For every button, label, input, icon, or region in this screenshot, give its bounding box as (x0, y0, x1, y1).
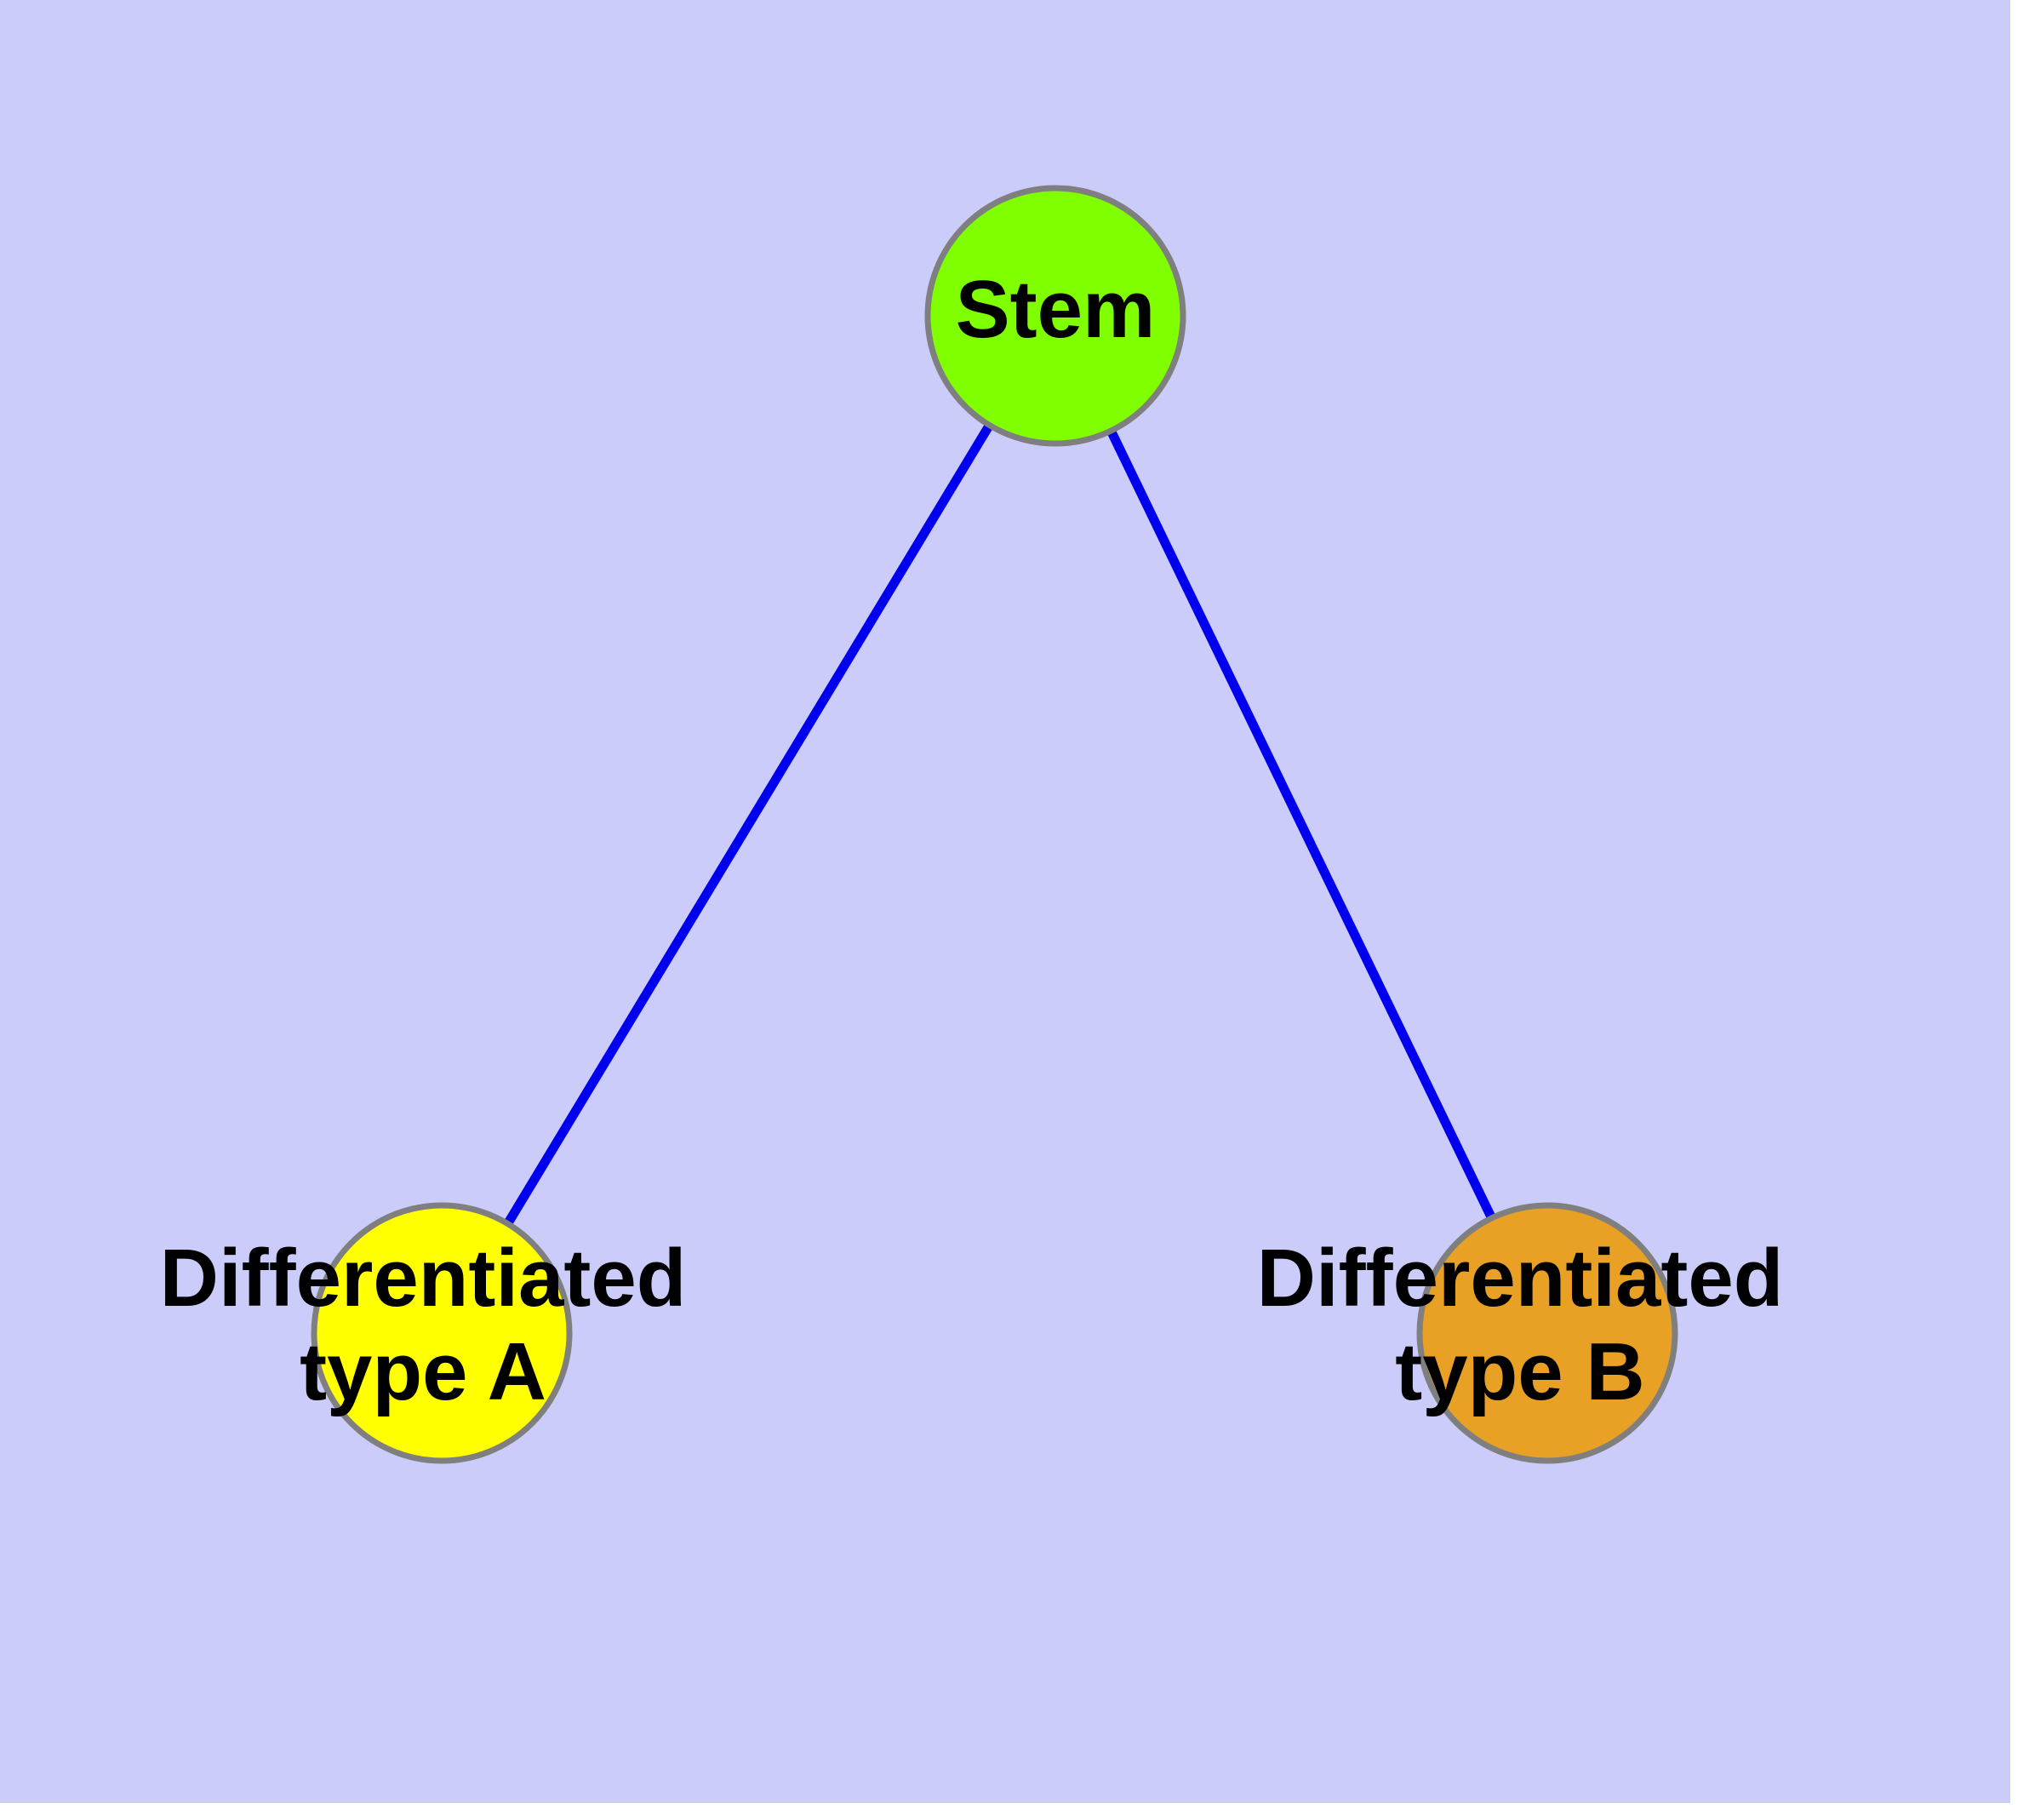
graph-edge-stem-to-diff_a (504, 423, 993, 1226)
graph-edge-stem-to-diff_b (1106, 429, 1496, 1220)
graph-node-label-line: Stem (956, 264, 1156, 355)
edge-layer (504, 423, 1496, 1226)
graph-node-label-line: type B (1395, 1326, 1644, 1417)
graph-node-stem[interactable] (924, 185, 1186, 447)
graph-node-diff_a[interactable] (311, 1202, 573, 1464)
graph-node-label-line: type A (300, 1326, 546, 1417)
graph-node-label-line: Differentiated (160, 1233, 687, 1324)
graph-node-label-stem: Stem (956, 264, 1156, 355)
node-layer (311, 185, 1678, 1464)
graph-node-diff_b[interactable] (1416, 1202, 1678, 1464)
graph-node-label-line: Differentiated (1257, 1233, 1784, 1324)
